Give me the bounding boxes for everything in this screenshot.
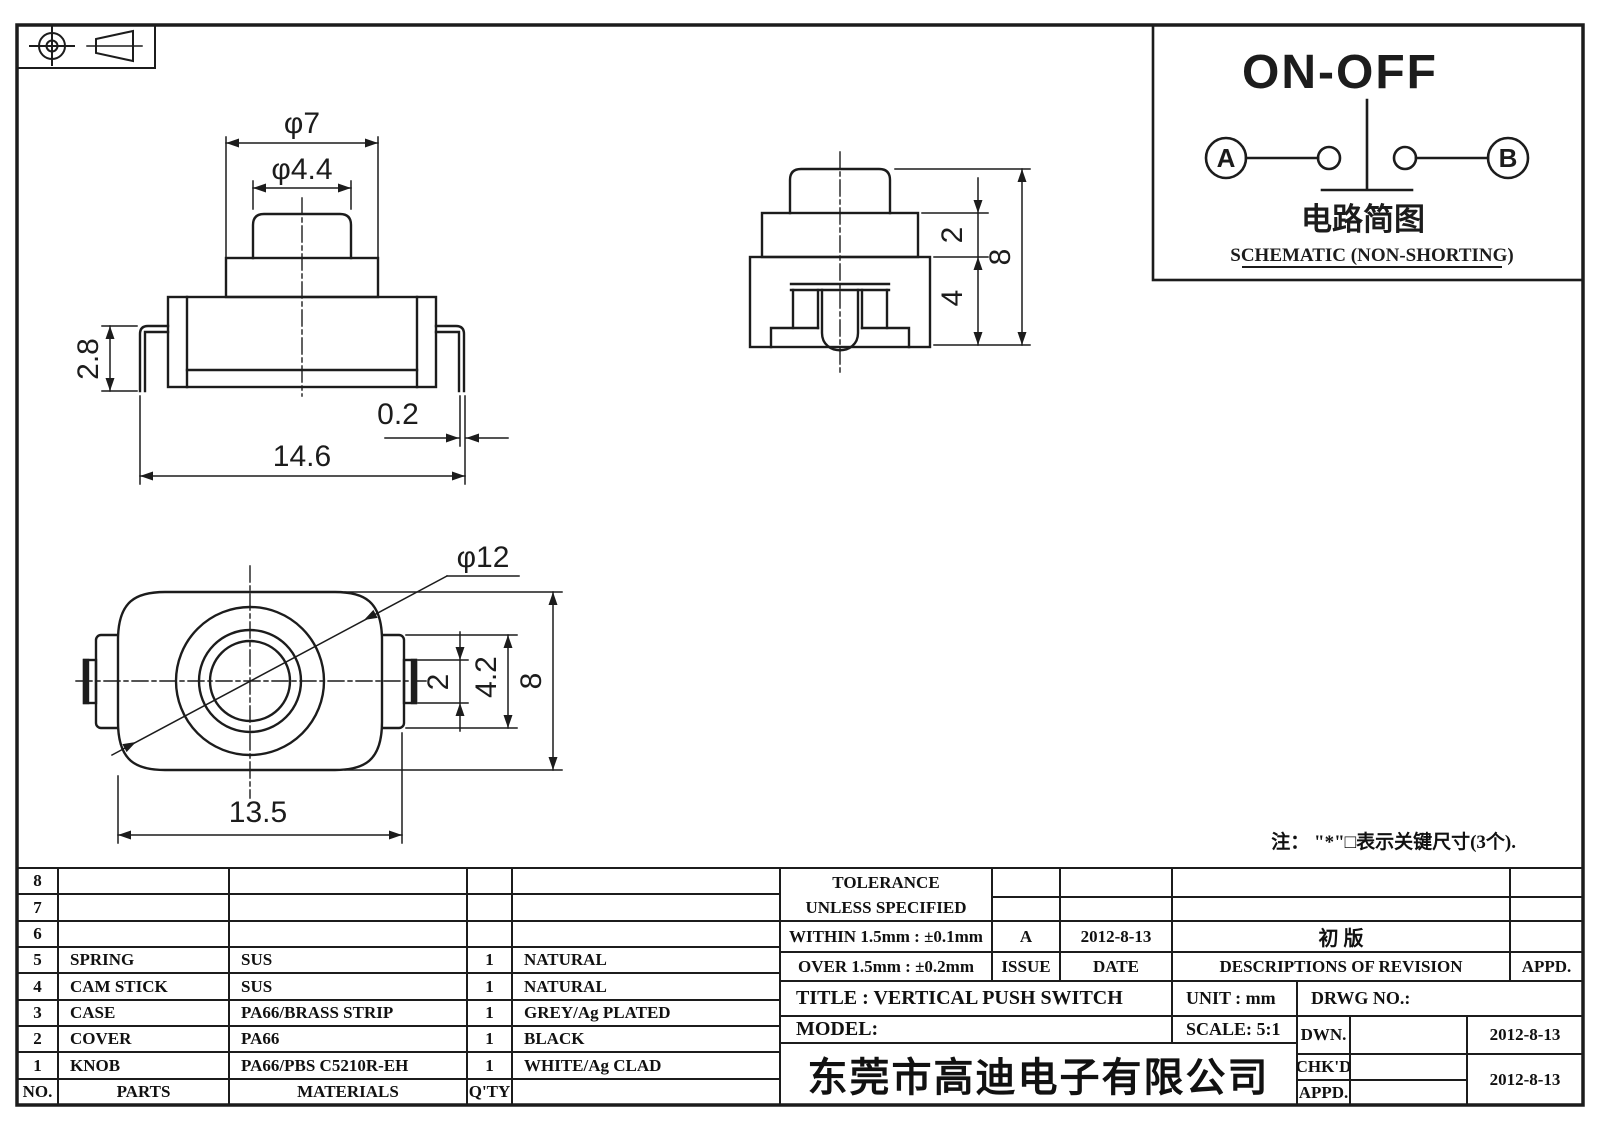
schematic-box: ON-OFF A B 电路简图 SCHEMATIC (NON-SHORTING) xyxy=(1151,23,1585,282)
tolerance-line2: UNLESS SPECIFIED xyxy=(805,898,967,917)
dim-top-8: 8 xyxy=(515,673,548,690)
parts-row-finish: BLACK xyxy=(524,1029,585,1048)
parts-row-finish: WHITE/Ag CLAD xyxy=(524,1055,662,1075)
dim-top-135: 13.5 xyxy=(229,796,287,829)
dim-side-8: 8 xyxy=(984,249,1017,266)
unit-field: UNIT : mm xyxy=(1186,988,1276,1008)
parts-row-material: PA66/BRASS STRIP xyxy=(241,1003,394,1022)
top-dim-arrows xyxy=(118,592,558,840)
parts-row-material: SUS xyxy=(241,976,273,996)
revision-date-value: 2012-8-13 xyxy=(1080,926,1152,946)
parts-header-no: NO. xyxy=(22,1082,53,1101)
revision-appd-label: APPD. xyxy=(1521,956,1572,976)
front-view: φ7 φ4.4 2.8 0.2 14.6 xyxy=(72,107,509,485)
parts-row-material: PA66/PBS C5210R-EH xyxy=(241,1055,409,1075)
model-field: MODEL: xyxy=(796,1018,879,1040)
dim-front-02: 0.2 xyxy=(377,398,419,431)
chkd-label: CHK'D xyxy=(1297,1057,1350,1076)
revision-issue-label: ISSUE xyxy=(1001,956,1051,976)
parts-row-qty: 1 xyxy=(485,1003,494,1022)
contact-right-icon xyxy=(1392,145,1418,171)
dim-side-4: 4 xyxy=(936,290,969,307)
key-dimension-note: 注： "*"□表示关键尺寸(3个). xyxy=(1271,831,1516,853)
front-lead-left xyxy=(138,324,170,393)
parts-row-no: 4 xyxy=(33,976,42,996)
scale-field: SCALE: 5:1 xyxy=(1186,1019,1281,1039)
parts-header-qty: Q'TY xyxy=(468,1082,511,1101)
table-grid xyxy=(16,867,1584,1106)
revision-issue-value: A xyxy=(1019,926,1033,946)
dim-side-2: 2 xyxy=(936,227,969,244)
parts-header-materials: MATERIALS xyxy=(297,1082,399,1101)
revision-desc-label: DESCRIPTIONS OF REVISION xyxy=(1219,956,1463,976)
parts-row-no: 6 xyxy=(33,924,42,943)
revision-desc-value: 初 版 xyxy=(1318,928,1364,950)
top-dimensions xyxy=(110,574,563,844)
side-dim-arrows xyxy=(973,169,1027,345)
dim-top-42: 4.2 xyxy=(470,656,503,698)
appd-label: APPD. xyxy=(1298,1082,1349,1102)
tolerance-over: OVER 1.5mm : ±0.2mm xyxy=(797,956,974,976)
parts-row-material: PA66 xyxy=(241,1029,280,1048)
parts-row-no: 5 xyxy=(33,950,42,969)
parts-row-name: SPRING xyxy=(70,950,135,969)
parts-row-finish: NATURAL xyxy=(524,976,607,996)
parts-row-qty: 1 xyxy=(485,950,494,969)
front-lead-right xyxy=(434,324,466,393)
revision-date-label: DATE xyxy=(1093,956,1139,976)
dim-top-2: 2 xyxy=(422,674,455,691)
terminal-a-label: A xyxy=(1217,143,1236,173)
parts-row-no: 7 xyxy=(33,897,42,917)
dim-front-dia7: φ7 xyxy=(284,107,320,140)
tolerance-line1: TOLERANCE xyxy=(832,872,940,892)
parts-row-qty: 1 xyxy=(485,976,494,996)
parts-row-finish: GREY/Ag PLATED xyxy=(524,1003,671,1022)
dim-top-dia12: φ12 xyxy=(457,541,510,574)
parts-row-no: 8 xyxy=(33,871,42,890)
sheet-border xyxy=(15,23,1585,1107)
top-view: φ12 2 4.2 8 13.5 xyxy=(75,541,563,844)
title-field: TITLE : VERTICAL PUSH SWITCH xyxy=(796,987,1123,1009)
side-view: 2 4 8 xyxy=(748,151,1031,373)
parts-row-qty: 1 xyxy=(485,1029,494,1048)
tolerance-within: WITHIN 1.5mm : ±0.1mm xyxy=(789,926,983,946)
parts-row-no: 1 xyxy=(33,1055,42,1075)
parts-header-parts: PARTS xyxy=(116,1082,171,1101)
schematic-caption-cn: 电路简图 xyxy=(1301,202,1425,237)
dim-front-dia44: φ4.4 xyxy=(271,153,332,186)
terminal-b-label: B xyxy=(1499,143,1518,173)
company-name: 东莞市高迪电子有限公司 xyxy=(807,1056,1270,1100)
parts-row-material: SUS xyxy=(241,950,273,969)
dwn-date: 2012-8-13 xyxy=(1489,1025,1561,1044)
drwg-no-field: DRWG NO.: xyxy=(1311,988,1411,1008)
parts-row-name: KNOB xyxy=(70,1055,121,1075)
parts-row-qty: 1 xyxy=(485,1055,494,1075)
dim-front-28: 2.8 xyxy=(72,338,105,380)
parts-row-name: CAM STICK xyxy=(70,976,168,996)
side-knob xyxy=(788,167,892,215)
parts-row-name: COVER xyxy=(70,1029,132,1048)
chkd-date: 2012-8-13 xyxy=(1489,1069,1561,1089)
parts-row-name: CASE xyxy=(70,1003,116,1022)
dwn-label: DWN. xyxy=(1300,1025,1347,1044)
contact-left-icon xyxy=(1316,145,1342,171)
front-dim-arrows xyxy=(105,138,479,481)
schematic-title: ON-OFF xyxy=(1242,46,1438,99)
projection-symbol-icon xyxy=(16,24,156,69)
front-dimensions xyxy=(101,136,509,485)
schematic-caption-en: SCHEMATIC (NON-SHORTING) xyxy=(1230,245,1513,266)
parts-row-no: 3 xyxy=(33,1003,42,1022)
parts-row-finish: NATURAL xyxy=(524,950,607,969)
dim-front-146: 14.6 xyxy=(273,440,331,473)
parts-row-no: 2 xyxy=(33,1029,42,1048)
